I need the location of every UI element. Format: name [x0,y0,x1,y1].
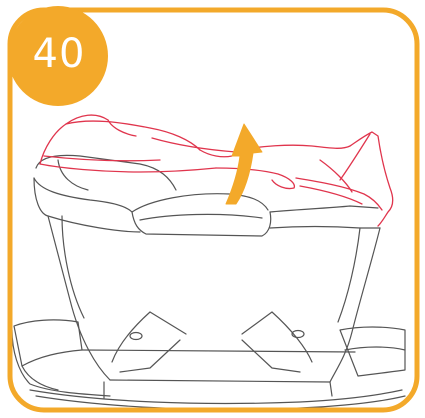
step-number: 40 [18,30,100,78]
seat-base [12,320,405,410]
seat-headrest [34,155,380,236]
seat-shell [34,178,380,398]
seat-cover [40,115,393,226]
arrow-up-curved-icon [226,124,262,204]
